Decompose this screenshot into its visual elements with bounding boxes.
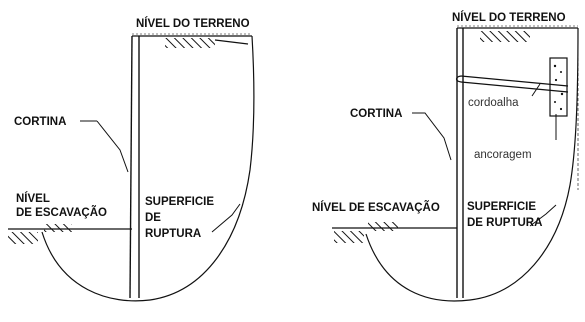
- left-rupture-leader: [211, 203, 241, 233]
- right-tendon-head: [455, 75, 462, 83]
- right-rupture-label-2: DE RUPTURA: [467, 217, 542, 229]
- right-excavation-label: NÍVEL DE ESCAVAÇÃO: [312, 201, 440, 214]
- right-tendon-label: cordoalha: [468, 97, 519, 109]
- left-excavation-hatch-b: [44, 224, 72, 232]
- right-wall-leader: [412, 112, 452, 161]
- right-rupture-curve: [365, 27, 579, 302]
- left-rupture-label-3: RUPTURA: [145, 228, 201, 240]
- left-ground-edge: [214, 39, 249, 45]
- left-wall-line-a: [129, 35, 133, 299]
- right-excavation-hatch-b: [368, 222, 398, 231]
- left-excavation-label-1: NÍVEL: [16, 192, 50, 205]
- right-rupture-leader: [529, 204, 557, 227]
- right-anchorage-label: ancoragem: [474, 149, 532, 161]
- right-tendon-lower: [460, 81, 569, 93]
- right-ground-level-label: NÍVEL DO TERRENO: [452, 11, 566, 24]
- left-rupture-label-2: DE: [145, 212, 161, 224]
- right-wall-label: CORTINA: [350, 108, 402, 120]
- right-rupture-label-1: SUPERFICIE: [467, 201, 536, 213]
- right-excavation-hatch-a: [334, 231, 364, 243]
- right-tendon-leader: [531, 83, 541, 97]
- right-ground-hatch: [480, 31, 530, 42]
- left-excavation-label-2: DE ESCAVAÇÃO: [16, 206, 107, 219]
- left-wall-label: CORTINA: [14, 116, 66, 128]
- right-diagram: NÍVEL DO TERRENO CORTINA cordoalha ancor…: [312, 11, 579, 302]
- left-wall-leader: [96, 120, 129, 173]
- left-ground-hatch: [165, 38, 215, 48]
- right-anchor-texture: [553, 64, 564, 111]
- left-rupture-label-1: SUPERFICIE: [145, 196, 214, 208]
- left-rupture-curve: [41, 35, 255, 302]
- left-ground-level-label: NÍVEL DO TERRENO: [136, 17, 250, 30]
- left-diagram: NÍVEL DO TERRENO CORTINA NÍVEL DE ESCAVA…: [8, 17, 255, 302]
- right-anchor-block: [549, 57, 568, 117]
- right-tendon-upper: [460, 75, 569, 87]
- left-excavation-hatch-a: [8, 232, 38, 244]
